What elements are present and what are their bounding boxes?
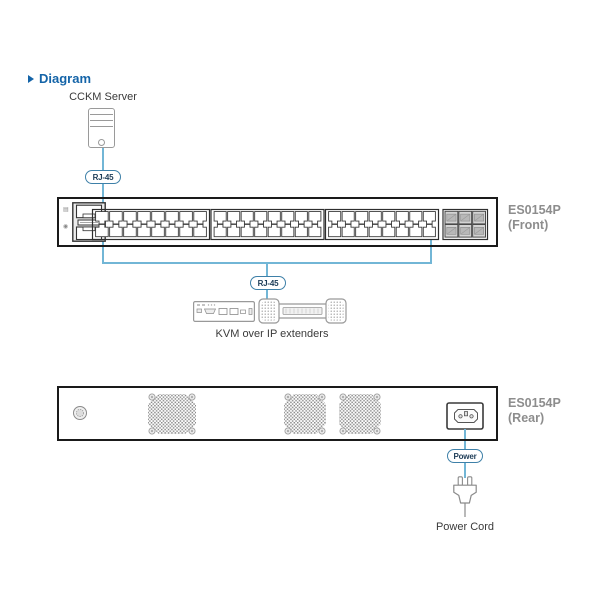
rj45-port xyxy=(382,211,396,225)
rj45-jack-tab xyxy=(82,213,96,219)
rj45-label-oval: RJ-45 xyxy=(85,170,121,184)
rj45-port xyxy=(409,211,423,225)
rj45-port xyxy=(95,223,109,238)
rj45-port xyxy=(109,211,123,225)
rj45-port xyxy=(254,211,268,225)
rj45-port xyxy=(395,223,409,238)
rear-panel-details xyxy=(73,393,484,435)
server-power-button-icon xyxy=(98,139,105,146)
rj45-port xyxy=(308,211,322,225)
section-title: Diagram xyxy=(28,71,91,86)
rj45-port xyxy=(267,211,281,225)
rj45-port xyxy=(328,211,342,225)
rj45-port xyxy=(368,211,382,225)
rj45-port xyxy=(382,223,396,238)
sfp-port-group xyxy=(442,208,489,241)
rj45-port xyxy=(422,223,436,238)
rj45-port-group xyxy=(91,208,211,241)
rj45-port xyxy=(267,223,281,238)
rj45-port-group xyxy=(324,208,440,241)
rj45-port xyxy=(151,211,165,225)
rear-panel-view: (Rear) xyxy=(508,411,545,425)
rj45-port xyxy=(227,211,241,225)
vent-dots xyxy=(261,301,277,321)
rj45-port xyxy=(328,223,342,238)
rj45-port xyxy=(409,223,423,238)
rj45-port xyxy=(395,211,409,225)
front-panel: ▤ ◉ xyxy=(57,197,498,247)
power-cord-label: Power Cord xyxy=(435,521,495,533)
server-bay xyxy=(90,121,113,127)
bullet-arrow-icon xyxy=(28,74,34,83)
front-panel-view: (Front) xyxy=(508,218,549,232)
rj45-port xyxy=(308,223,322,238)
rj45-port xyxy=(281,211,295,225)
rear-panel xyxy=(57,386,498,441)
rj45-port xyxy=(355,211,369,225)
rj45-port xyxy=(109,223,123,238)
rj45-port xyxy=(165,223,179,238)
rj45-port xyxy=(240,211,254,225)
rj45-port xyxy=(193,211,207,225)
rj45-port xyxy=(368,223,382,238)
kvm-extender-unit-icon xyxy=(258,298,347,324)
rear-panel-model: ES0154P xyxy=(508,396,561,410)
vent-dots xyxy=(328,301,344,321)
bracket-left-line-inside xyxy=(102,239,104,245)
rj45-port-group xyxy=(210,208,325,241)
rj45-port xyxy=(240,223,254,238)
bracket-right-line-inside xyxy=(430,239,432,245)
rj45-port xyxy=(179,223,193,238)
power-line-inside-panel xyxy=(464,429,466,439)
rj45-port xyxy=(137,211,151,225)
rj45-port xyxy=(123,223,137,238)
rj45-port xyxy=(294,211,308,225)
power-cord-icon xyxy=(453,476,477,517)
rj45-port xyxy=(213,223,227,238)
rj45-jack-tab xyxy=(82,226,96,232)
kvm-extenders-label: KVM over IP extenders xyxy=(215,328,329,340)
rj45-port xyxy=(294,223,308,238)
power-label-oval: Power xyxy=(447,449,483,463)
rj45-port xyxy=(179,211,193,225)
console-port-icon: ▤ xyxy=(63,207,69,213)
section-title-text: Diagram xyxy=(39,71,92,86)
vga-connector-icon xyxy=(203,308,217,314)
kvm-extender-box-icon xyxy=(193,301,255,322)
rj45-port xyxy=(193,223,207,238)
power-inlet-icon xyxy=(446,402,484,430)
rj45-port xyxy=(151,223,165,238)
rj45-port xyxy=(137,223,151,238)
server-bay xyxy=(90,109,113,115)
fan-grille-icon xyxy=(148,393,196,435)
rear-panel-label: ES0154P (Rear) xyxy=(508,396,561,426)
server-bay xyxy=(90,115,113,121)
rj45-port xyxy=(281,223,295,238)
fan-grille-icon xyxy=(339,393,381,435)
rj45-port xyxy=(213,211,227,225)
usb-port-icon: ◉ xyxy=(63,224,69,230)
rj45-port xyxy=(227,223,241,238)
rj45-port xyxy=(341,211,355,225)
bracket-right-line xyxy=(430,245,432,263)
rj45-port xyxy=(123,211,137,225)
fan-grille-icon xyxy=(284,393,326,435)
rj45-port xyxy=(341,223,355,238)
rj45-port xyxy=(254,223,268,238)
bracket-left-line xyxy=(102,245,104,263)
rj45-label-oval-2: RJ-45 xyxy=(250,276,286,290)
ground-screw-icon xyxy=(73,406,87,420)
rj45-port xyxy=(355,223,369,238)
cckm-server-label: CCKM Server xyxy=(69,91,137,103)
rj45-port xyxy=(422,211,436,225)
front-port-groups xyxy=(91,208,489,241)
cckm-server-icon xyxy=(88,108,115,148)
front-panel-model: ES0154P xyxy=(508,203,561,217)
rj45-port xyxy=(165,211,179,225)
front-panel-label: ES0154P (Front) xyxy=(508,203,561,233)
rj45-port xyxy=(95,211,109,225)
